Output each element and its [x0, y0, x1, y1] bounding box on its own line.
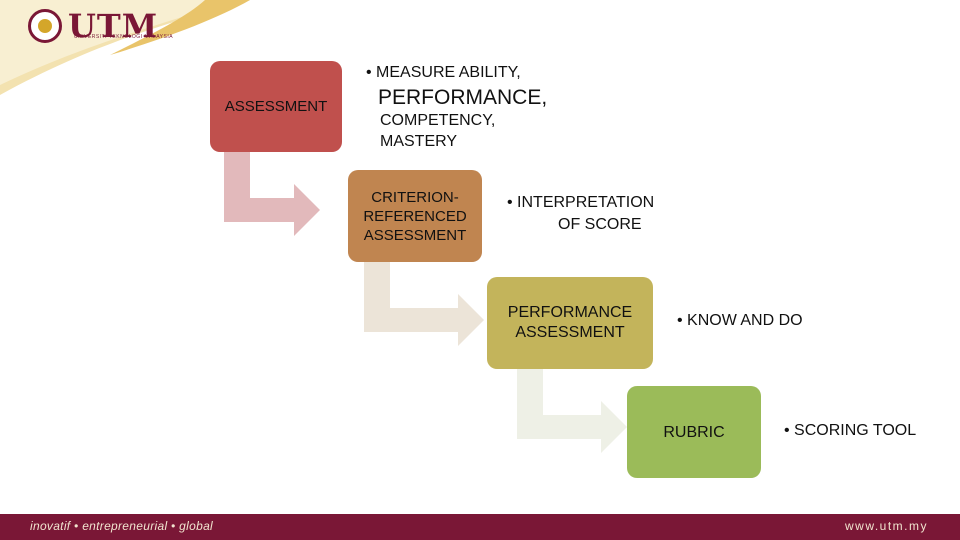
desc-1-line-1: • MEASURE ABILITY,: [366, 64, 521, 81]
connector-arrow-3: [517, 369, 627, 453]
desc-4: • SCORING TOOL: [784, 422, 917, 439]
utm-seal-icon: [28, 9, 62, 43]
desc-2-line-2: OF SCORE: [558, 216, 642, 233]
desc-1-line-3: COMPETENCY,: [380, 112, 496, 129]
footer-bar: [0, 514, 960, 540]
connector-arrow-1: [224, 152, 320, 236]
desc-3: • KNOW AND DO: [677, 312, 803, 329]
connector-arrow-2: [364, 262, 484, 346]
footer-url-link[interactable]: www.utm.my: [844, 519, 928, 533]
logo-subtext: UNIVERSITI TEKNOLOGI MALAYSIA: [74, 34, 174, 40]
utm-logo[interactable]: UTM: [28, 6, 178, 46]
step-criterion-referenced-assessment: CRITERION-REFERENCED ASSESSMENT: [348, 170, 482, 262]
step-performance-assessment: PERFORMANCE ASSESSMENT: [487, 277, 653, 369]
step-rubric: RUBRIC: [627, 386, 761, 478]
desc-1-line-2: PERFORMANCE,: [378, 86, 548, 109]
desc-1-line-4: MASTERY: [380, 133, 458, 150]
footer-tagline: inovatif • entrepreneurial • global: [30, 519, 214, 533]
desc-2-line-1: • INTERPRETATION: [507, 194, 655, 211]
step-assessment: ASSESSMENT: [210, 61, 342, 152]
logo-text: UTM: [68, 7, 159, 45]
